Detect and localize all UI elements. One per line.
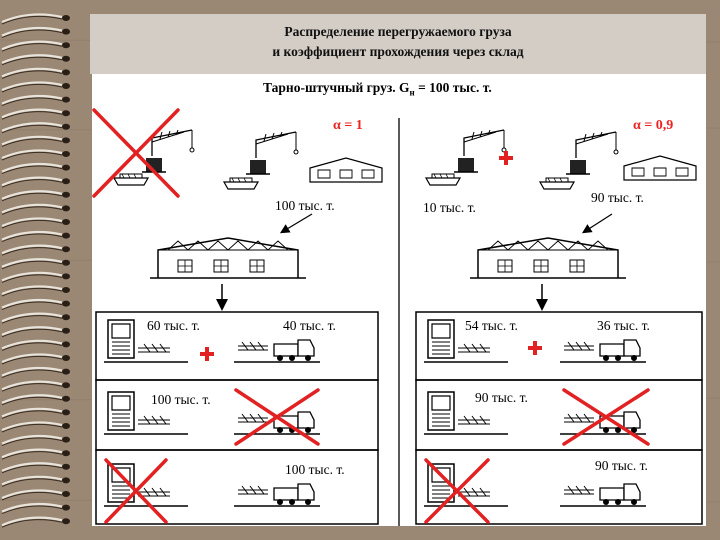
spiral-ring [1, 462, 70, 474]
spiral-ring [1, 502, 70, 515]
spiral-ring [1, 298, 70, 311]
spiral-ring [1, 135, 70, 147]
plus-right-row1 [528, 341, 542, 355]
spiral-ring [1, 122, 70, 134]
spiral-ring [1, 149, 70, 161]
left-warehouse-inflow: 100 тыс. т. [274, 198, 336, 213]
left-output-rows [95, 311, 379, 525]
cross-out-left-scene [92, 108, 180, 198]
right-warehouse-inflow: 90 тыс. т. [590, 190, 645, 205]
spiral-ring [1, 339, 70, 351]
right-transfer-scene [425, 129, 697, 190]
spiral-ring [1, 40, 70, 52]
spiral-ring [1, 394, 70, 406]
subtitle: Тарно-штучный груз. Gн = 100 тыс. т. [263, 80, 492, 98]
left-row2-vehicles [103, 391, 321, 435]
spiral-ring [1, 475, 70, 487]
left-inflow-arrow [279, 213, 313, 234]
right-row2-rail-value: 90 тыс. т. [474, 390, 529, 405]
spiral-ring [1, 271, 70, 283]
left-warehouse [149, 237, 307, 279]
title-line-1: Распределение перегружаемого груза [284, 24, 512, 39]
cross-out-right-row2-truck [562, 388, 650, 446]
spiral-ring [1, 285, 70, 297]
spiral-ring [1, 94, 70, 107]
spiral-ring [1, 421, 70, 433]
cross-out-left-row3-rail [104, 458, 168, 524]
spiral-ring [1, 380, 70, 392]
spiral-ring [1, 162, 70, 175]
spiral-ring [1, 516, 70, 528]
spiral-ring [1, 203, 70, 215]
right-output-rows [415, 311, 703, 525]
spiral-ring [1, 230, 70, 243]
right-warehouse [469, 237, 627, 279]
logistics-diagram [92, 108, 703, 526]
spiral-ring [1, 67, 70, 79]
spiral-ring [1, 26, 70, 39]
spiral-ring [1, 448, 70, 460]
spiral-ring [1, 108, 70, 120]
notebook-spiral-binding [1, 13, 70, 528]
right-inflow-arrow [581, 213, 613, 234]
spiral-ring [1, 176, 70, 188]
spiral-ring [1, 244, 70, 256]
spiral-ring [1, 366, 70, 379]
plus-right-scene [499, 151, 513, 165]
right-row1-truck-value: 36 тыс. т. [596, 318, 651, 333]
right-alpha-label: α = 0,9 [632, 118, 675, 133]
spiral-ring [1, 353, 70, 365]
left-row3-truck-value: 100 тыс. т. [284, 462, 346, 477]
cross-out-left-row2-truck [234, 388, 320, 446]
spiral-ring [1, 489, 70, 501]
right-row1-rail-value: 54 тыс. т. [464, 318, 519, 333]
spiral-ring [1, 434, 70, 447]
title-box: Распределение перегружаемого груза и коэ… [90, 14, 706, 74]
right-row3-truck-value: 90 тыс. т. [594, 458, 649, 473]
spiral-ring [1, 54, 70, 66]
spiral-ring [1, 407, 70, 419]
right-direct-transfer: 10 тыс. т. [422, 200, 477, 215]
spiral-ring [1, 81, 70, 93]
left-transfer-scene [113, 129, 383, 190]
left-alpha-label: α = 1 [332, 118, 364, 133]
cross-out-right-row3-rail [424, 458, 490, 524]
left-row1-truck-value: 40 тыс. т. [282, 318, 337, 333]
left-row2-rail-value: 100 тыс. т. [150, 392, 212, 407]
spiral-ring [1, 326, 70, 338]
spiral-ring [1, 258, 70, 270]
title-line-2: и коэффициент прохождения через склад [272, 44, 524, 59]
spiral-ring [1, 13, 70, 25]
spiral-ring [1, 190, 70, 202]
spiral-ring [1, 312, 70, 324]
left-row1-rail-value: 60 тыс. т. [146, 318, 201, 333]
plus-left-row1 [200, 347, 214, 361]
spiral-ring [1, 217, 70, 229]
diagram-panel: Тарно-штучный груз. Gн = 100 тыс. т. α =… [92, 74, 706, 526]
